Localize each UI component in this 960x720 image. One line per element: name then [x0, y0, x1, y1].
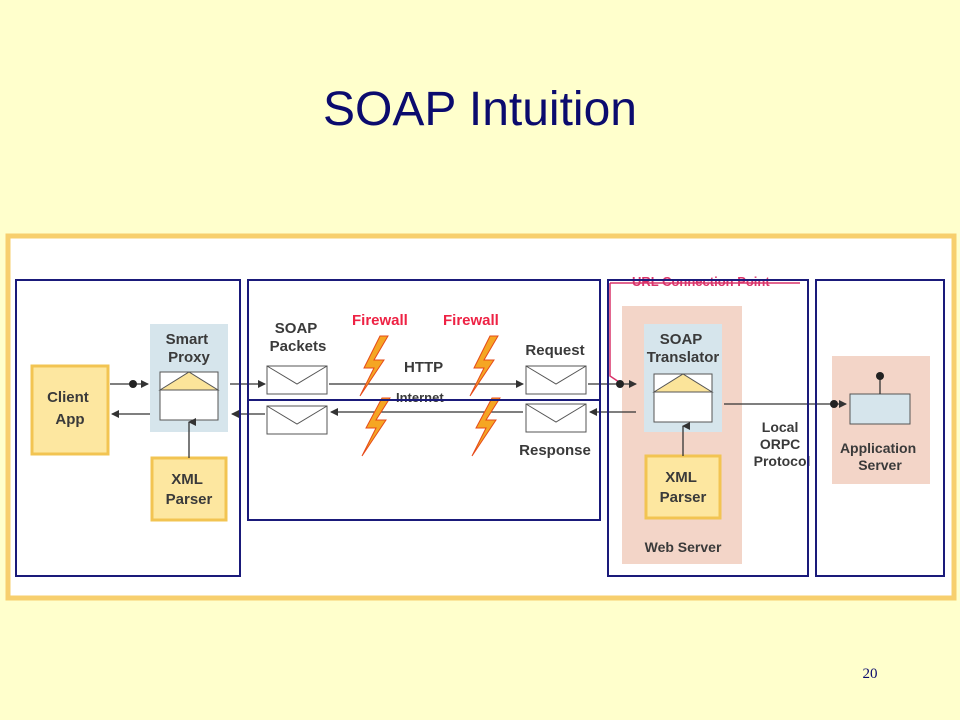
smart-proxy-label-1: Smart	[166, 331, 209, 348]
firewall-left-bolt-icon	[359, 335, 391, 457]
firewall-left-label: Firewall	[352, 312, 408, 329]
web-server-label: Web Server	[645, 539, 722, 555]
client-proxy-junction	[129, 380, 137, 388]
client-xml-parser-box	[150, 456, 228, 522]
soap-translator-envelope-icon	[652, 373, 714, 423]
response-label: Response	[519, 442, 591, 459]
response-envelope-left-icon	[266, 405, 328, 435]
web-server-highlight-box	[607, 279, 809, 577]
server-xml-parser-box	[644, 454, 722, 520]
client-side-highlight-box	[15, 279, 241, 577]
application-server-highlight-box	[815, 279, 945, 577]
soap-packets-label-2: Packets	[270, 338, 327, 355]
client-app-box	[30, 364, 110, 456]
translator-junction	[616, 380, 624, 388]
client-xml-parser-label-2: Parser	[166, 491, 213, 508]
svg-text:Client App: Client App	[47, 389, 93, 428]
svg-text:Application Server: Application Server	[840, 440, 920, 473]
client-app-label-1: Client	[47, 389, 89, 406]
svg-text:SOAP Translator: SOAP Translator	[647, 331, 720, 366]
request-envelope-left-icon	[266, 365, 328, 395]
soap-translator-label-2: Translator	[647, 349, 720, 366]
page-number: 20	[862, 666, 878, 682]
firewall-right-bolt-icon	[469, 335, 501, 457]
smart-proxy-label-2: Proxy	[168, 349, 210, 366]
soap-packets-label-1: SOAP	[275, 320, 318, 337]
diagram-frame	[5, 233, 957, 601]
svg-text:Local ORPC Protocol: Local ORPC Protocol	[754, 419, 811, 469]
svg-text:XML Parser: XML Parser	[166, 471, 213, 508]
local-orpc-label-3: Protocol	[754, 453, 811, 469]
smart-proxy-envelope-icon	[158, 371, 220, 421]
server-xml-parser-label-2: Parser	[660, 489, 707, 506]
request-envelope-right-icon	[525, 365, 587, 395]
application-server-label-2: Server	[858, 457, 902, 473]
internet-label: Internet	[396, 390, 444, 405]
svg-text:Smart Proxy: Smart Proxy	[166, 331, 213, 366]
response-envelope-right-icon	[525, 403, 587, 433]
application-server-label-1: Application	[840, 440, 916, 456]
request-label: Request	[525, 342, 584, 359]
local-orpc-label-2: ORPC	[760, 436, 800, 452]
svg-text:XML Parser: XML Parser	[660, 469, 707, 506]
local-orpc-label-1: Local	[762, 419, 799, 435]
client-xml-parser-label-1: XML	[171, 471, 203, 488]
http-label: HTTP	[404, 359, 443, 376]
app-server-junction	[830, 400, 838, 408]
application-server-antenna-dot	[876, 372, 884, 380]
slide-title: SOAP Intuition	[323, 83, 637, 136]
client-app-label-2: App	[55, 411, 84, 428]
firewall-right-label: Firewall	[443, 312, 499, 329]
soap-translator-label-1: SOAP	[660, 331, 703, 348]
server-xml-parser-label-1: XML	[665, 469, 697, 486]
application-server-box	[849, 393, 911, 425]
url-connection-label: URL Connection Point	[632, 274, 770, 289]
svg-text:SOAP Packets: SOAP Packets	[270, 320, 327, 355]
